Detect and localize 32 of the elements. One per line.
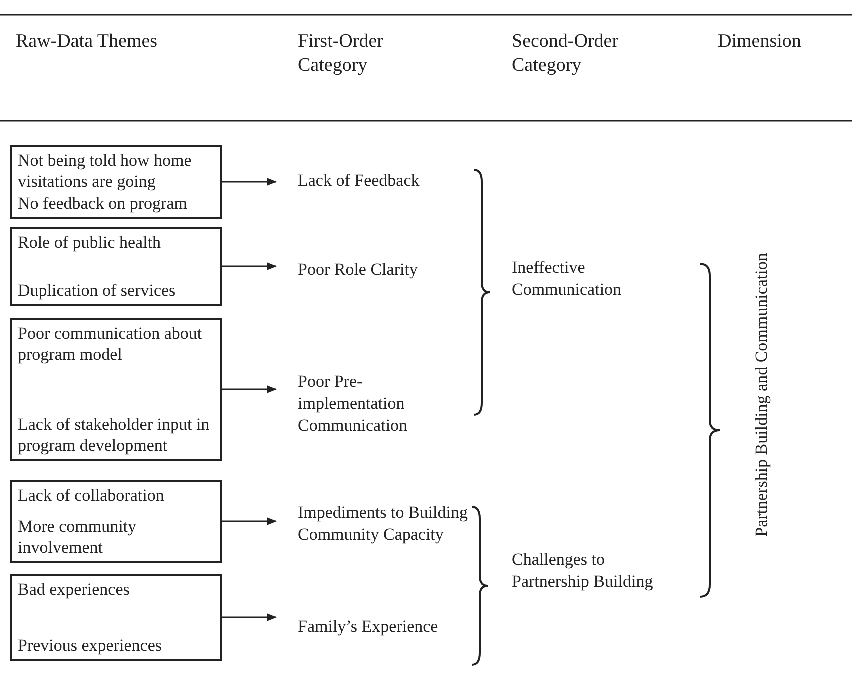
column-header: First-Order Category <box>298 30 384 78</box>
theme-text: Role of public health <box>18 232 162 253</box>
category-label: Family’s Experience <box>298 616 473 638</box>
theme-text: Previous experiences <box>18 635 163 656</box>
theme-box <box>10 145 222 219</box>
dimension-label: Partnership Building and Communication <box>751 253 772 537</box>
theme-text: More community involvement <box>18 516 138 558</box>
theme-text: Poor communication about program model <box>18 323 204 365</box>
category-label: Challenges to Partnership Building <box>512 549 654 593</box>
theme-box <box>10 227 222 306</box>
category-label: Poor Role Clarity <box>298 259 468 281</box>
theme-text: Not being told how home visitations are going <box>18 150 193 192</box>
theme-box <box>10 480 222 563</box>
column-header: Second-Order Category <box>512 30 620 78</box>
theme-text: Bad experiences <box>18 579 131 600</box>
arrow <box>222 262 277 270</box>
column-header: Dimension <box>718 30 802 54</box>
category-label: Ineffective Communication <box>512 257 623 301</box>
theme-box <box>10 574 222 661</box>
category-label: Poor Pre-implementation Communication <box>298 371 468 437</box>
theme-box <box>10 318 222 461</box>
column-header: Raw-Data Themes <box>16 30 159 54</box>
arrow <box>222 178 277 186</box>
theme-text: Lack of collaboration <box>18 485 166 506</box>
category-label: Impediments to Building Community Capacity <box>298 502 473 546</box>
theme-text: Lack of stakeholder input in program development <box>18 414 211 456</box>
theme-text: Duplication of services <box>18 280 177 301</box>
arrow <box>222 518 277 526</box>
theme-text: No feedback on program <box>18 193 188 214</box>
arrow <box>222 386 277 394</box>
arrow <box>222 614 277 622</box>
category-label: Lack of Feedback <box>298 170 468 192</box>
